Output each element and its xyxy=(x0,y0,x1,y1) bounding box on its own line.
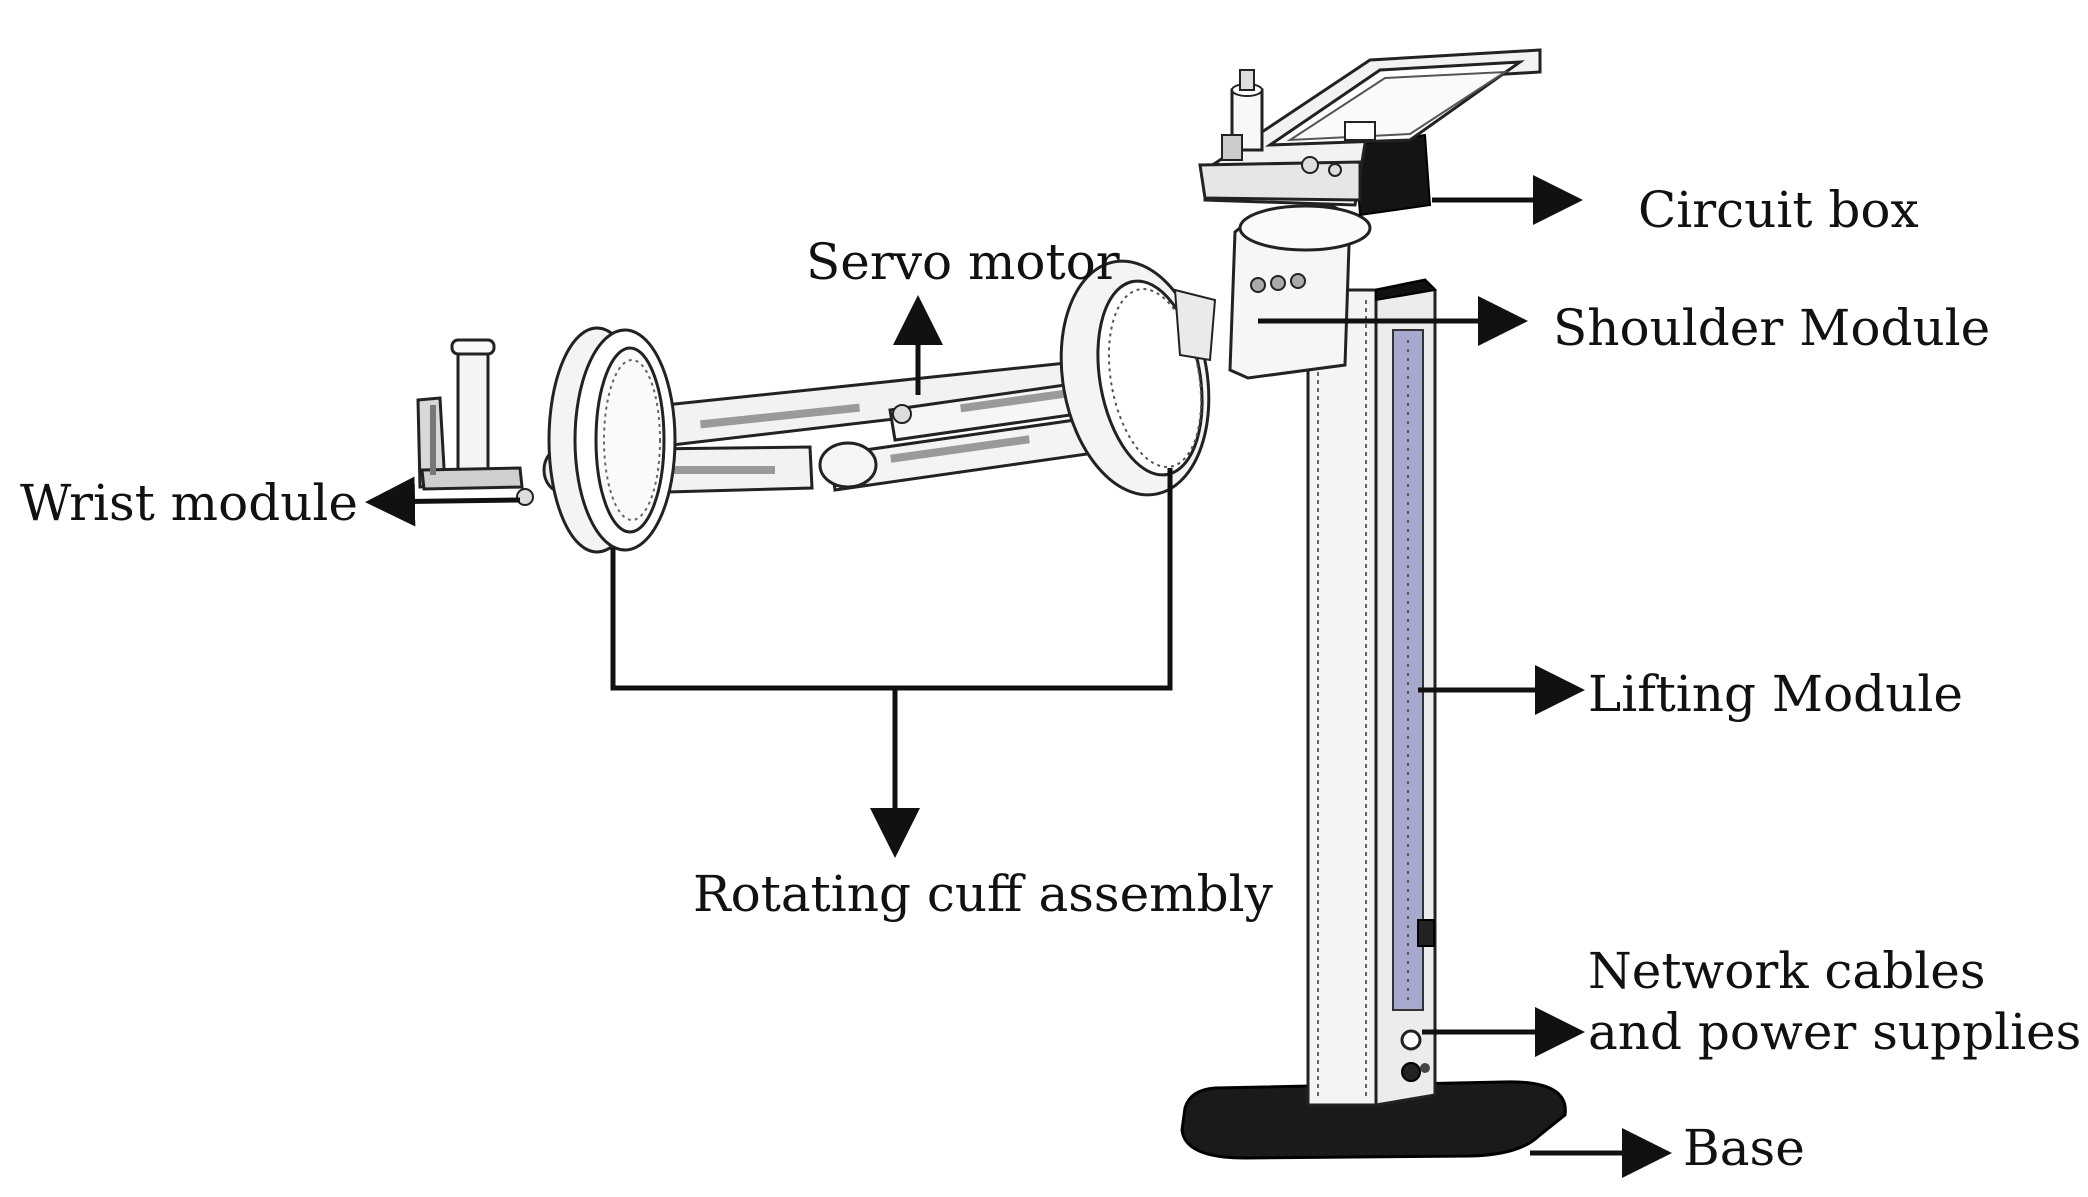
label-network-cables: Network cables and power supplies xyxy=(1588,941,2081,1063)
elbow-cuff-ring xyxy=(1059,259,1217,497)
label-rotating-cuff-assembly: Rotating cuff assembly xyxy=(693,865,1273,923)
lifting-column xyxy=(1306,278,1438,1107)
label-network-line-2: and power supplies xyxy=(1588,1003,2082,1061)
label-servo-motor: Servo motor xyxy=(806,233,1120,291)
callout-arrows xyxy=(365,175,1672,1178)
label-base: Base xyxy=(1683,1119,1805,1177)
base-plate xyxy=(1180,1080,1567,1160)
shoulder-module xyxy=(1228,133,1432,380)
label-lifting-module: Lifting Module xyxy=(1588,665,1963,723)
wrist-module xyxy=(416,338,534,506)
button-icon xyxy=(1270,275,1286,291)
label-network-line-1: Network cables xyxy=(1588,942,1986,1000)
wrist-cuff-ring xyxy=(547,326,677,554)
port-icon xyxy=(1401,1062,1421,1082)
arrow-wrist-module xyxy=(365,476,521,527)
upper-arm xyxy=(663,358,1117,492)
lifting-rail xyxy=(1392,329,1424,1011)
label-shoulder-module: Shoulder Module xyxy=(1553,299,1991,357)
button-icon xyxy=(1290,273,1306,289)
button-icon xyxy=(1250,277,1266,293)
circuit-box xyxy=(1198,48,1542,207)
label-circuit-box: Circuit box xyxy=(1638,181,1919,239)
cuff-bracket xyxy=(610,468,1173,691)
port-icon xyxy=(1400,1029,1422,1051)
label-wrist-module: Wrist module xyxy=(20,474,358,532)
